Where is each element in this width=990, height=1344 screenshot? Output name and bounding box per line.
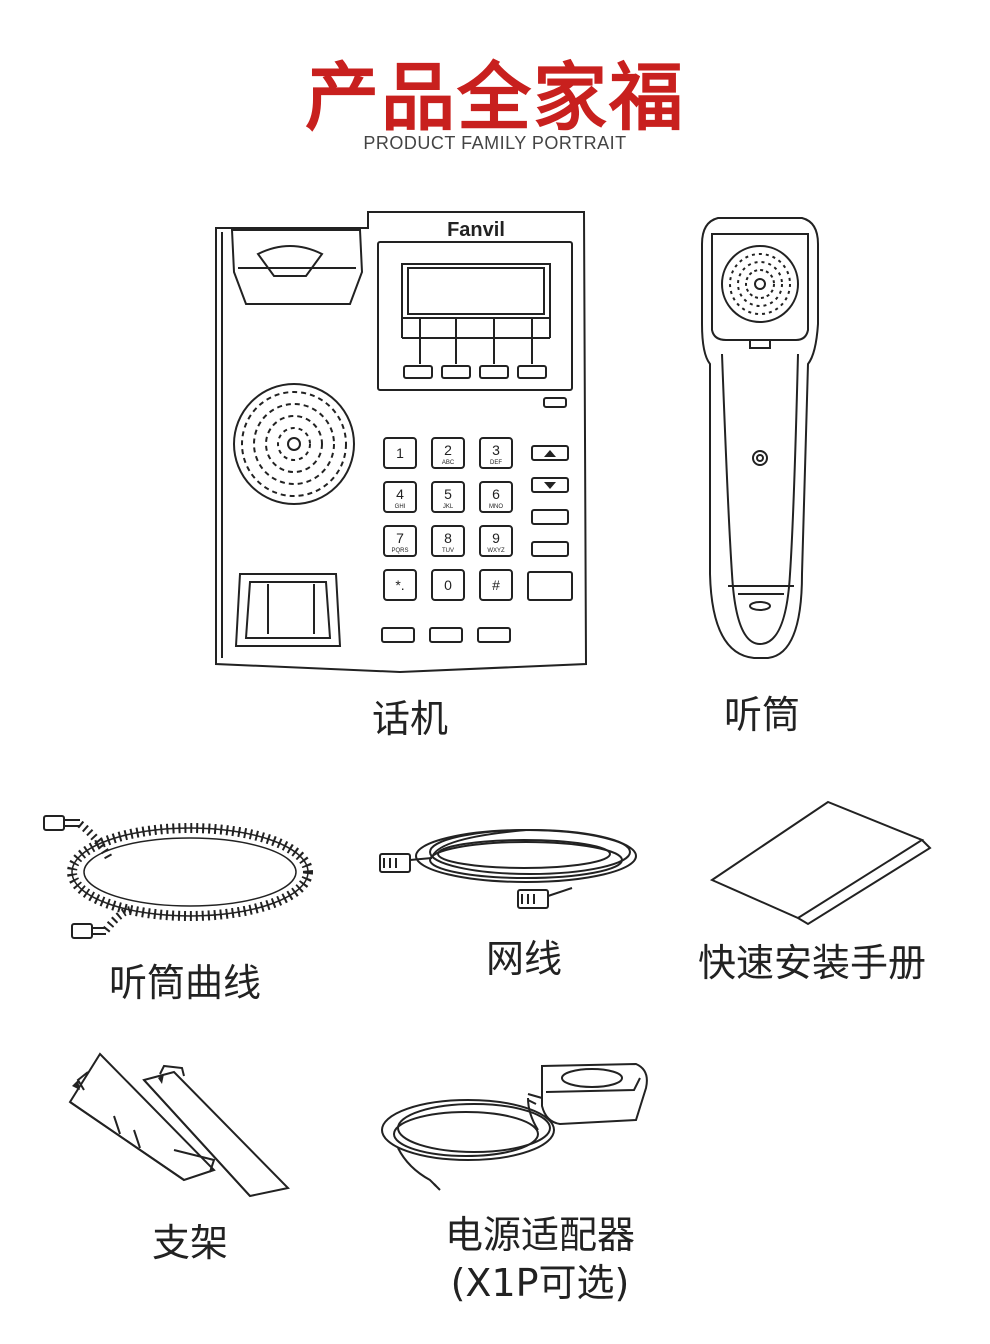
keypad-key — [431, 481, 465, 513]
network-cable-label: 网线 — [485, 937, 562, 981]
keypad-key-label: 1 — [396, 445, 404, 461]
keypad-key — [479, 525, 513, 557]
keypad-key-sublabel: TUV — [442, 548, 454, 554]
keypad-key — [479, 481, 513, 513]
keypad-key — [479, 569, 513, 601]
keypad-key-sublabel: JKL — [443, 504, 454, 510]
quick-guide-image — [709, 800, 932, 926]
brand-logo: Fanvil — [447, 219, 505, 241]
keypad-key-label: 4 — [396, 486, 404, 502]
keypad-key-label: 7 — [396, 530, 404, 546]
keypad-key-sublabel: ABC — [442, 460, 455, 466]
power-adapter-label: 电源适配器 — [444, 1213, 635, 1257]
keypad-key — [479, 437, 513, 469]
quick-guide-label: 快速安装手册 — [697, 941, 926, 985]
keypad-key-sublabel: GHI — [395, 504, 406, 510]
keypad-key-label: 6 — [492, 486, 500, 502]
page-title: 产品全家福 — [305, 55, 685, 141]
stand-image — [68, 1052, 290, 1198]
keypad-key-sublabel: PQRS — [391, 548, 408, 554]
keypad-key-sublabel: DEF — [490, 460, 502, 466]
handset-image — [701, 217, 819, 659]
keypad-key-sublabel: WXYZ — [487, 548, 505, 554]
handset-label: 听筒 — [723, 693, 800, 737]
keypad-key — [383, 437, 417, 469]
stand-label: 支架 — [151, 1221, 228, 1265]
keypad-key — [431, 569, 465, 601]
keypad-key-label: 2 — [444, 442, 452, 458]
keypad-key-label: *. — [395, 577, 404, 593]
keypad-key-label: 8 — [444, 530, 452, 546]
coiled-cord-image — [43, 815, 313, 939]
keypad-key-label: 3 — [492, 442, 500, 458]
keypad-key — [383, 481, 417, 513]
keypad-key — [431, 525, 465, 557]
keypad-key — [383, 569, 417, 601]
keypad-key-label: 9 — [492, 530, 500, 546]
power-adapter-note: (X1P可选) — [450, 1261, 630, 1305]
network-cable-image — [379, 829, 637, 909]
keypad-key — [383, 525, 417, 557]
keypad-key-label: 5 — [444, 486, 452, 502]
phone-label: 话机 — [371, 697, 448, 741]
page-subtitle: PRODUCT FAMILY PORTRAIT — [363, 133, 627, 153]
keypad-key-label: 0 — [444, 577, 452, 593]
keypad-key-label: # — [492, 577, 500, 593]
power-adapter-image — [381, 1062, 648, 1191]
keypad-key — [431, 437, 465, 469]
keypad-key-sublabel: MNO — [489, 504, 503, 510]
handset-cord-label: 听筒曲线 — [108, 961, 261, 1005]
